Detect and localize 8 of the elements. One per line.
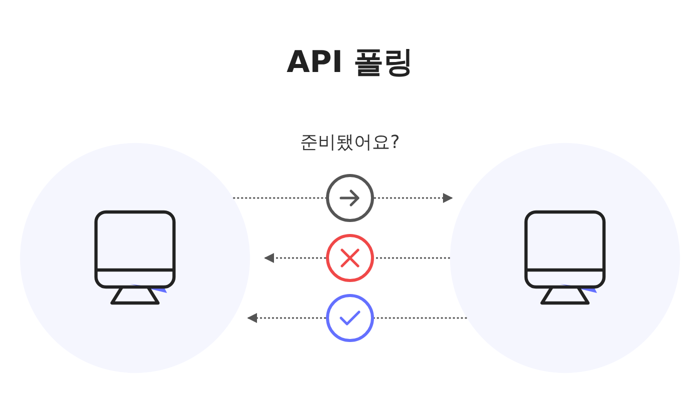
error-circle xyxy=(326,234,374,282)
title: API 폴링 xyxy=(286,44,414,82)
request-label: 준비됐어요? xyxy=(299,131,401,154)
dotted-arrow xyxy=(374,193,453,203)
arrow-circle xyxy=(326,174,374,222)
dotted-arrow xyxy=(264,253,326,263)
dotted-arrow xyxy=(247,313,326,323)
success-circle xyxy=(326,294,374,342)
